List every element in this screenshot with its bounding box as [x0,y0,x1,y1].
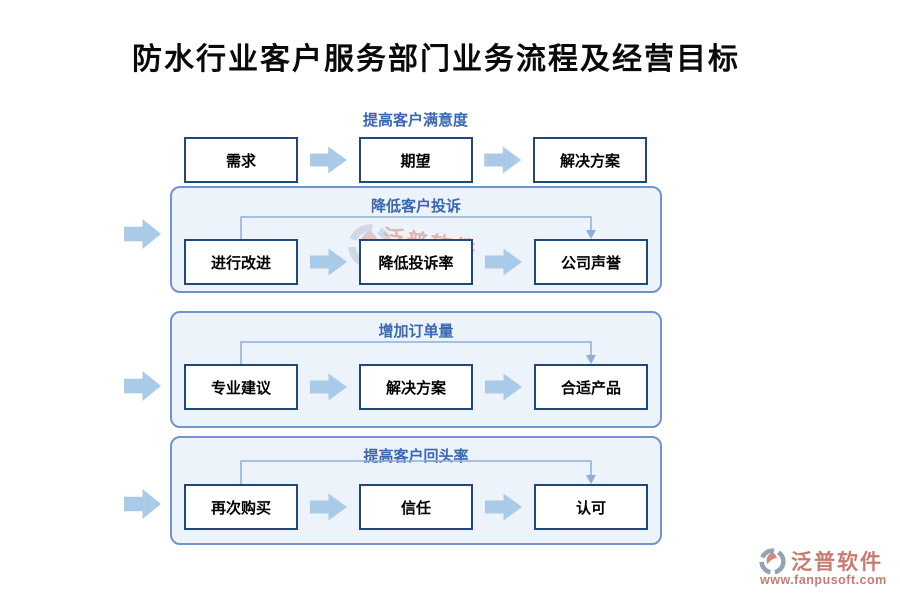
page-title: 防水行业客户服务部门业务流程及经营目标 [132,42,740,77]
section-panel-complaints: 降低客户投诉 进行改进 降低投诉率 公司声誉 [170,186,662,293]
flow-box: 降低投诉率 [359,239,473,285]
right-arrow-icon [310,493,347,521]
right-arrow-icon [485,493,522,521]
footer-brand-logo: 泛普软件 www.fanpusoft.com [758,546,898,594]
flow-row-orders: 专业建议 解决方案 合适产品 [184,364,648,410]
flow-box: 进行改进 [184,239,298,285]
goal-label-complaints: 降低客户投诉 [370,198,461,215]
footer-brand-url: www.fanpusoft.com [760,573,887,587]
flow-box: 合适产品 [534,364,648,410]
right-arrow-icon [309,146,347,174]
section-entry-arrow-icon [124,371,161,401]
brand-logo-icon [759,548,786,575]
right-arrow-icon [310,373,347,401]
section-panel-returning: 提高客户回头率 再次购买 信任 认可 [170,436,662,545]
flow-box: 需求 [184,137,298,183]
flow-box: 认可 [534,484,648,530]
section-panel-orders: 增加订单量 专业建议 解决方案 合适产品 [170,311,662,428]
right-arrow-icon [485,248,522,276]
flow-box: 公司声誉 [534,239,648,285]
flow-box: 再次购买 [184,484,298,530]
feedback-connector-arrow [240,341,596,364]
goal-label-orders: 增加订单量 [378,323,454,340]
goal-label-satisfaction: 提高客户满意度 [362,112,468,129]
flow-box: 信任 [359,484,473,530]
flow-row-returning: 再次购买 信任 认可 [184,484,648,530]
flow-row-satisfaction: 需求 期望 解决方案 [184,137,647,183]
right-arrow-icon [484,146,522,174]
feedback-connector-arrow [240,216,596,239]
flow-row-complaints: 进行改进 降低投诉率 公司声誉 [184,239,648,285]
right-arrow-icon [485,373,522,401]
flow-box: 解决方案 [359,364,473,410]
feedback-connector-arrow [240,460,596,484]
section-entry-arrow-icon [124,489,161,519]
right-arrow-icon [310,248,347,276]
footer-brand-name: 泛普软件 [791,551,883,574]
flow-box: 解决方案 [533,137,647,183]
flow-box: 专业建议 [184,364,298,410]
flow-box: 期望 [358,137,473,183]
section-entry-arrow-icon [124,219,161,249]
